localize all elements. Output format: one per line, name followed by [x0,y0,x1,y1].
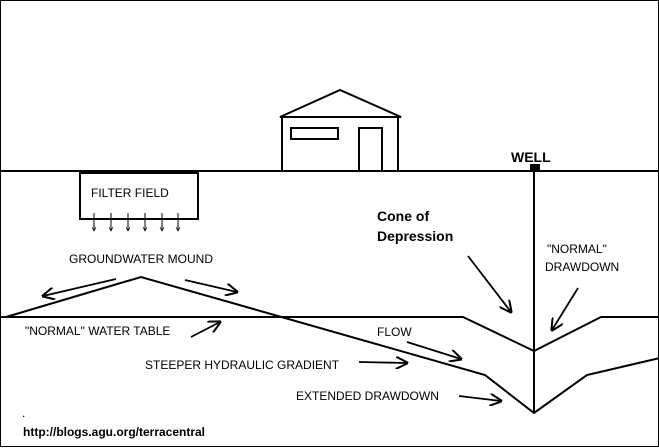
cone-of-depression-label-1: Cone of [377,208,429,224]
steeper-gradient-label: STEEPER HYDRAULIC GRADIENT [145,358,340,372]
groundwater-mound-line [5,275,659,415]
house-body [281,116,399,172]
filter-field [79,172,199,231]
house-roof [279,88,402,118]
filter-field-label: FILTER FIELD [91,186,169,200]
well-cap [530,164,540,171]
house-door [358,127,383,172]
well [530,164,540,413]
normal-water-table-label: "NORMAL" WATER TABLE [25,324,170,338]
filter-field-box [79,172,199,220]
house [279,88,402,172]
dot-mark: . [22,406,25,420]
normal-drawdown-arrow-icon [552,287,579,330]
extended-drawdown-label: EXTENDED DRAWDOWN [296,389,439,403]
steeper-gradient-arrow-icon [358,362,407,363]
source-url: http://blogs.agu.org/terracentral [23,425,205,439]
flow-arrow-icon [406,341,461,359]
normal-water-table-line [1,316,659,353]
flow-label: FLOW [377,325,412,339]
mound-right-arrow-icon [184,279,237,292]
groundwater-mound-label: GROUNDWATER MOUND [69,252,213,266]
house-window [290,127,339,140]
normal-drawdown-label-2: DRAWDOWN [545,260,619,274]
infiltration-arrows [94,213,178,231]
cone-depression-arrow-icon [467,255,511,312]
normal-drawdown-label-1: "NORMAL" [547,242,607,256]
mound-left-arrow-icon [43,278,117,296]
water-table-arrow-icon [190,322,220,338]
well-label: WELL [511,149,551,165]
extended-drawdown-arrow-icon [458,396,501,401]
cone-of-depression-label-2: Depression [377,228,453,244]
